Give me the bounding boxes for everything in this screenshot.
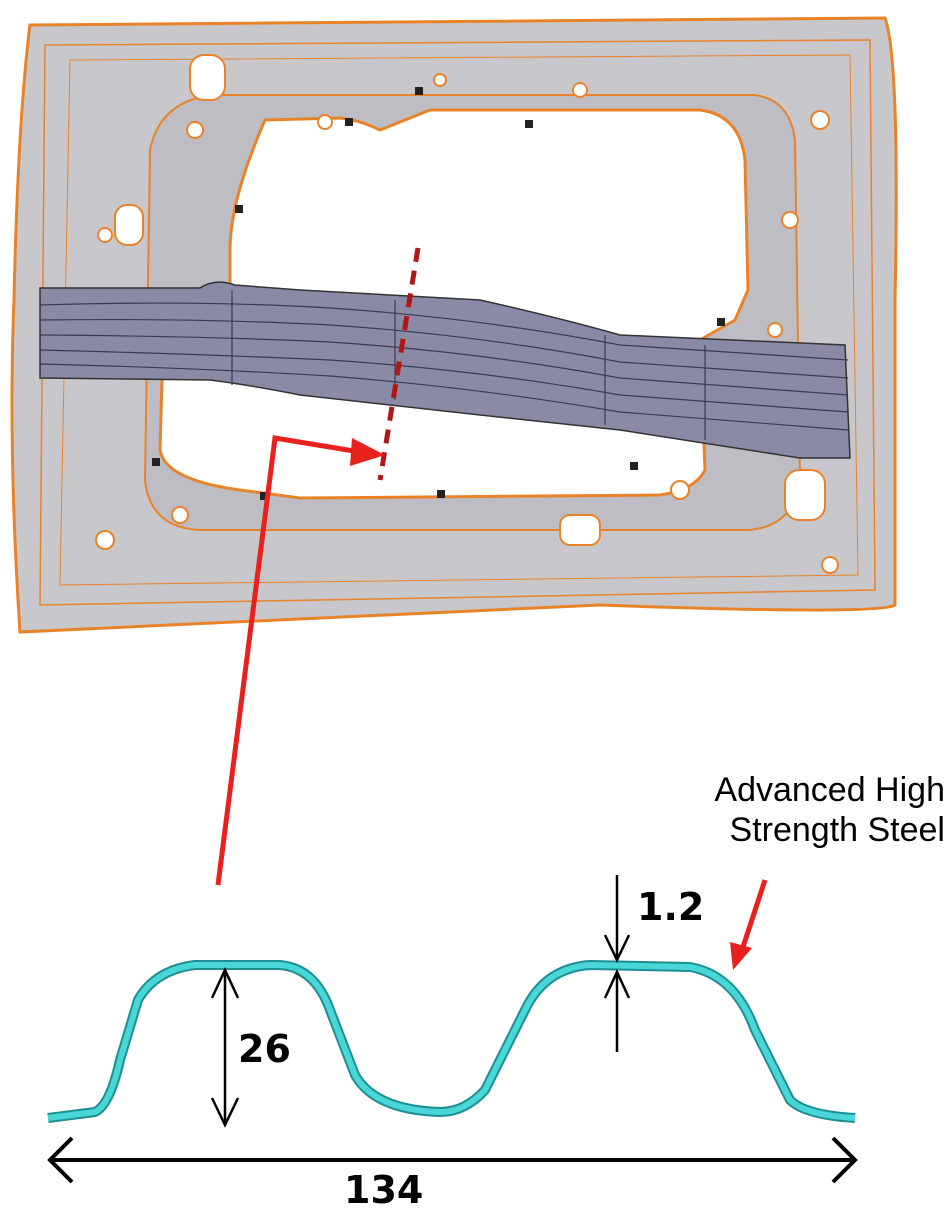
callout-line [215, 435, 361, 886]
width-dimension: 134 [344, 1168, 424, 1212]
material-arrow [739, 879, 768, 951]
material-label: Advanced High Strength Steel [685, 770, 945, 850]
section-line [377, 247, 421, 481]
door-impact-beam [39, 281, 851, 459]
callout-arrowhead [350, 438, 385, 466]
material-label-line2: Strength Steel [729, 811, 945, 849]
dimension-arrows [47, 875, 858, 1184]
thickness-dimension: 1.2 [637, 885, 705, 929]
material-label-line1: Advanced High [714, 771, 945, 809]
height-dimension: 26 [238, 1027, 291, 1071]
